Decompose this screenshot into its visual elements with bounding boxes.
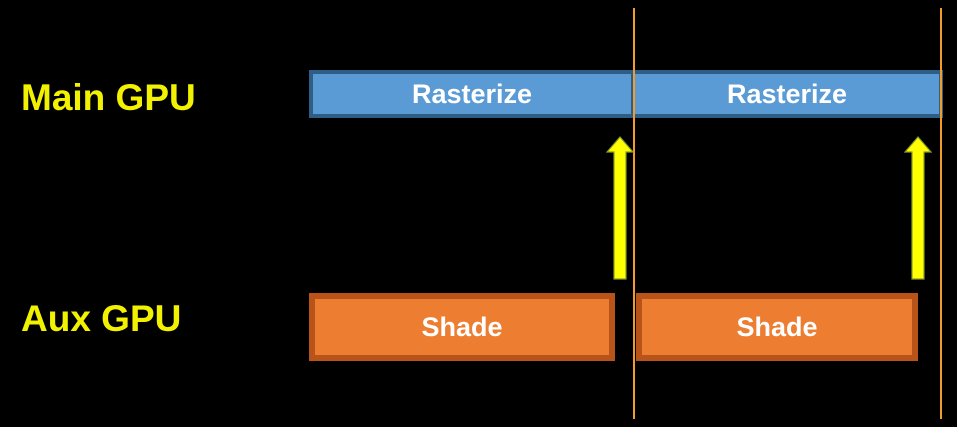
shade-block-2: Shade (636, 293, 918, 361)
frame-boundary-line-2 (940, 8, 942, 419)
shade-label-2: Shade (736, 311, 818, 342)
up-arrow-icon (904, 136, 932, 280)
rasterize-label-1: Rasterize (411, 78, 533, 109)
shade-label-1: Shade (421, 311, 503, 342)
shade-block-1: Shade (309, 293, 615, 361)
frame-boundary-line-1 (633, 8, 635, 419)
up-arrow-icon (606, 136, 634, 280)
rasterize-block-1: Rasterize (309, 70, 635, 118)
rasterize-block-2: Rasterize (631, 70, 943, 118)
rasterize-label-2: Rasterize (726, 78, 848, 109)
main-gpu-label: Main GPU (21, 77, 196, 118)
aux-gpu-label: Aux GPU (21, 298, 182, 339)
